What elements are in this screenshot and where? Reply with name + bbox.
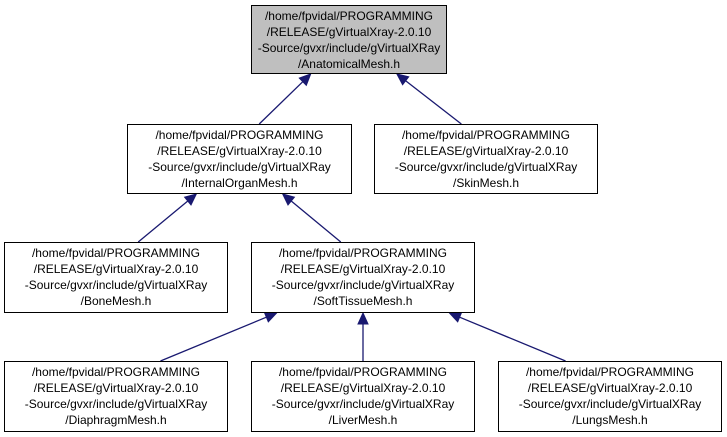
node-anatomical-mesh[interactable]: /home/fpvidal/PROGRAMMING /RELEASE/gVirt… [251,5,447,74]
node-line: /RELEASE/gVirtualXray-2.0.10 [266,25,432,39]
node-line: /LiverMesh.h [328,413,398,427]
node-line: -Source/gvxr/include/gVirtualXRay [148,160,331,174]
node-line: -Source/gvxr/include/gVirtualXRay [271,278,455,292]
arrowhead-liver-to-soft [357,311,369,325]
node-liver-mesh[interactable]: /home/fpvidal/PROGRAMMING /RELEASE/gVirt… [251,361,475,432]
node-line: /home/fpvidal/PROGRAMMING [264,9,434,23]
node-line: -Source/gvxr/include/gVirtualXRay [24,278,208,292]
node-line: -Source/gvxr/include/gVirtualXRay [24,397,208,411]
edge-bone-to-internal [137,200,189,243]
node-line: /home/fpvidal/PROGRAMMING [31,365,201,379]
node-line: -Source/gvxr/include/gVirtualXRay [518,397,702,411]
node-line: /LungsMesh.h [572,413,648,427]
node-line: /DiaphragmMesh.h [65,413,167,427]
node-line: /home/fpvidal/PROGRAMMING [278,365,448,379]
edge-internal-to-anatomical [258,81,304,125]
arrowhead-diaphragm-to-soft [263,312,278,323]
arrowhead-soft-to-internal [281,193,296,206]
node-line: /SkinMesh.h [452,176,520,190]
node-line: /home/fpvidal/PROGRAMMING [31,246,201,260]
node-line: /home/fpvidal/PROGRAMMING [155,128,324,142]
node-line: /RELEASE/gVirtualXray-2.0.10 [280,262,446,276]
node-line: -Source/gvxr/include/gVirtualXRay [257,41,441,55]
arrowhead-bone-to-internal [183,193,198,206]
node-line: /RELEASE/gVirtualXray-2.0.10 [33,262,199,276]
node-line: /RELEASE/gVirtualXray-2.0.10 [157,144,322,158]
node-line: /home/fpvidal/PROGRAMMING [278,246,448,260]
node-line: /home/fpvidal/PROGRAMMING [525,365,695,379]
edge-soft-to-internal [290,200,342,243]
node-line: /RELEASE/gVirtualXray-2.0.10 [527,381,693,395]
node-line: /BoneMesh.h [80,294,152,308]
node-bone-mesh[interactable]: /home/fpvidal/PROGRAMMING /RELEASE/gVirt… [4,242,228,313]
edge-skin-to-anatomical [405,80,462,125]
node-line: /RELEASE/gVirtualXray-2.0.10 [280,381,446,395]
edge-diaphragm-to-soft [160,316,267,362]
edge-lungs-to-soft [459,316,566,362]
arrowhead-internal-to-anatomical [298,73,312,87]
node-line: /InternalOrganMesh.h [181,176,298,190]
node-diaphragm-mesh[interactable]: /home/fpvidal/PROGRAMMING /RELEASE/gVirt… [4,361,228,432]
arrowhead-lungs-to-soft [448,312,463,323]
arrowhead-skin-to-anatomical [395,73,410,86]
node-line: /SoftTissueMesh.h [313,294,413,308]
node-line: /RELEASE/gVirtualXray-2.0.10 [403,144,569,158]
node-line: -Source/gvxr/include/gVirtualXRay [394,160,578,174]
node-line: -Source/gvxr/include/gVirtualXRay [271,397,455,411]
node-line: /AnatomicalMesh.h [297,57,401,71]
node-soft-tissue-mesh[interactable]: /home/fpvidal/PROGRAMMING /RELEASE/gVirt… [251,242,475,313]
node-line: /RELEASE/gVirtualXray-2.0.10 [33,381,199,395]
node-lungs-mesh[interactable]: /home/fpvidal/PROGRAMMING /RELEASE/gVirt… [498,361,722,432]
node-line: /home/fpvidal/PROGRAMMING [401,128,571,142]
node-skin-mesh[interactable]: /home/fpvidal/PROGRAMMING /RELEASE/gVirt… [374,124,598,194]
node-internal-organ-mesh[interactable]: /home/fpvidal/PROGRAMMING /RELEASE/gVirt… [127,124,352,194]
